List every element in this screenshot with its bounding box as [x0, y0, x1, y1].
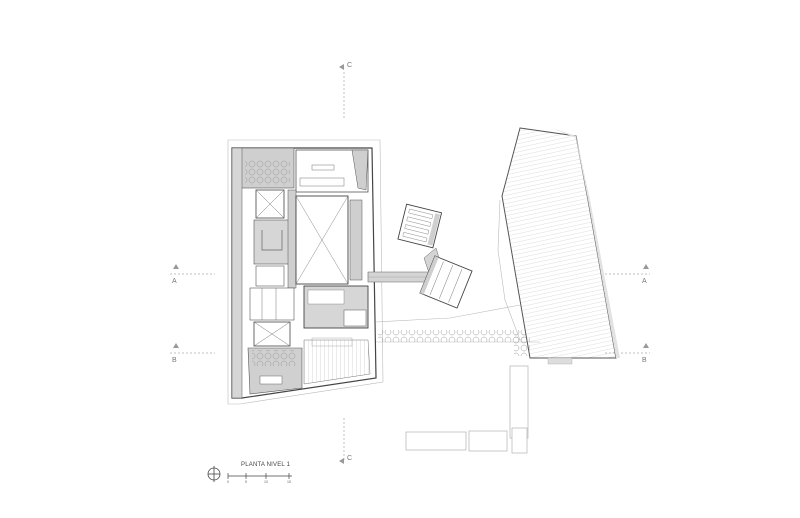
section-label-c-top: C — [347, 62, 353, 69]
section-b-right-arrow-icon — [643, 343, 649, 348]
section-a-left-arrow-icon — [173, 264, 179, 269]
scale-bar — [227, 473, 292, 479]
scale-tick-2: 10 — [264, 480, 268, 484]
scale-tick-1: 5 — [245, 480, 247, 484]
pavilion-upper — [397, 203, 443, 249]
planting-strip — [378, 330, 524, 342]
section-b-left-arrow-icon — [173, 343, 179, 348]
scale-tick-3: 15 — [287, 480, 291, 484]
scale-tick-0: 0 — [227, 480, 229, 484]
section-c-top-arrow-icon — [339, 64, 344, 70]
planting-corner — [514, 334, 530, 356]
section-label-c-bottom: C — [347, 455, 353, 462]
drawing-title: PLANTA NIVEL 1 — [241, 462, 291, 468]
section-c-bottom-arrow-icon — [339, 458, 344, 464]
section-label-b-right: B — [642, 357, 647, 364]
north-arrow-icon — [207, 466, 221, 482]
section-label-a-right: A — [642, 278, 647, 285]
right-building — [501, 127, 620, 365]
pavilion-lower — [419, 255, 473, 309]
section-label-b-left: B — [172, 357, 177, 364]
main-building — [227, 139, 384, 405]
section-a-right-arrow-icon — [643, 264, 649, 269]
outbuildings — [405, 365, 529, 454]
section-label-a-left: A — [172, 278, 177, 285]
